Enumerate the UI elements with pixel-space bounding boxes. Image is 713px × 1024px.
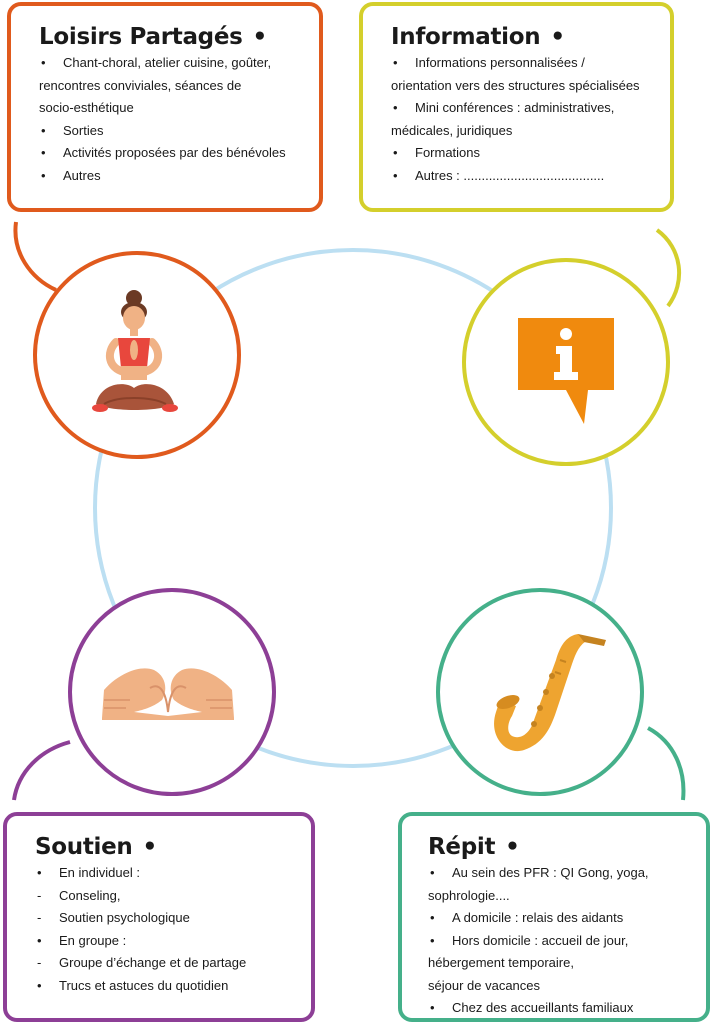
- loisirs-list: • Chant-choral, atelier cuisine, goûter, r…: [39, 52, 319, 187]
- list-item-text: Autres : ...............................…: [415, 167, 605, 183]
- list-item: • Hors domicile : accueil de jour,: [428, 930, 706, 953]
- list-item-text: Au sein des PFR : QI Gong, yoga,: [452, 865, 649, 880]
- list-item-marker: •: [393, 55, 398, 70]
- list-item: • Chez des accueillants familiaux: [428, 997, 706, 1020]
- list-item: • En groupe :: [35, 930, 311, 953]
- list-item: • Autres: [39, 165, 319, 188]
- list-item-text: Autres: [63, 167, 101, 183]
- list-item: rencontres conviviales, séances de: [39, 75, 319, 98]
- list-item: • Sorties: [39, 120, 319, 143]
- list-item-marker: •: [37, 865, 42, 880]
- list-item-text: Informations personnalisées /: [415, 55, 585, 70]
- list-item-text: Soutien psychologique: [59, 910, 190, 925]
- saxophone-icon: [494, 634, 606, 752]
- list-item: • A domicile : relais des aidants: [428, 907, 706, 930]
- list-item-marker: •: [430, 1000, 435, 1015]
- info-speech-bubble-icon: [518, 318, 614, 424]
- list-item: • Autres : ..............................…: [391, 165, 670, 188]
- list-item-marker: -: [37, 910, 42, 925]
- list-item-text: En groupe :: [59, 932, 127, 948]
- repit-list: • Au sein des PFR : QI Gong, yoga, sophrol…: [428, 862, 706, 1020]
- information-title: Information•: [391, 24, 565, 50]
- list-item-text: séjour de vacances: [428, 977, 541, 993]
- information-connector-arc: [655, 228, 682, 308]
- list-item: orientation vers des structures spéciali…: [391, 75, 670, 98]
- list-item-text: Hors domicile : accueil de jour,: [452, 932, 629, 948]
- list-item-text: Groupe d’échange et de partage: [59, 955, 247, 970]
- list-item: hébergement temporaire,: [428, 952, 706, 975]
- list-item-marker: •: [393, 100, 398, 115]
- list-item-marker: •: [37, 932, 42, 948]
- list-item-marker: •: [430, 910, 435, 925]
- list-item-text: Mini conférences : administratives,: [415, 100, 615, 115]
- list-item-text: Activités proposées par des bénévoles: [63, 145, 286, 160]
- list-item-text: Chant-choral, atelier cuisine, goûter,: [63, 55, 272, 70]
- repit-connector-arc: [647, 726, 686, 801]
- soutien-connector-arc: [12, 740, 71, 801]
- list-item: - Soutien psychologique: [35, 907, 311, 930]
- list-item: • En individuel :: [35, 862, 311, 885]
- list-item-marker: •: [393, 145, 398, 160]
- list-item: • Mini conférences : administratives,: [391, 97, 670, 120]
- list-item-marker: •: [41, 122, 46, 138]
- list-item: - Groupe d’échange et de partage: [35, 952, 311, 975]
- information-list: • Informations personnalisées / orientatio…: [391, 52, 670, 187]
- list-item: - Conseling,: [35, 885, 311, 908]
- list-item: • Activités proposées par des bénévoles: [39, 142, 319, 165]
- list-item: séjour de vacances: [428, 975, 706, 998]
- heart-hands-icon: [102, 668, 234, 720]
- soutien-title: Soutien•: [35, 834, 157, 860]
- list-item-text: orientation vers des structures spéciali…: [391, 77, 640, 93]
- list-item: • Informations personnalisées /: [391, 52, 670, 75]
- list-item-marker: •: [41, 55, 46, 70]
- list-item-text: Conseling,: [59, 887, 121, 903]
- information-card: Information• • Informations personnalisée…: [359, 2, 674, 212]
- repit-icon-circle: [436, 588, 644, 796]
- list-item-marker: •: [430, 865, 435, 880]
- list-item-text: sophrologie....: [428, 887, 510, 903]
- loisirs-connector-arc: [13, 221, 57, 292]
- list-item-marker: -: [37, 887, 42, 903]
- list-item-marker: •: [430, 932, 435, 948]
- list-item: socio-esthétique: [39, 97, 319, 120]
- soutien-list: • En individuel : - Conseling, - Soutien psyc…: [35, 862, 311, 997]
- list-item-text: Chez des accueillants familiaux: [452, 1000, 634, 1015]
- list-item-marker: •: [37, 977, 42, 993]
- loisirs-card: Loisirs Partagés• • Chant-choral, atelier…: [7, 2, 323, 212]
- list-item: • Au sein des PFR : QI Gong, yoga,: [428, 862, 706, 885]
- list-item: • Formations: [391, 142, 670, 165]
- list-item-text: rencontres conviviales, séances de: [39, 77, 242, 93]
- repit-card: Répit• • Au sein des PFR : QI Gong, yoga,…: [398, 812, 710, 1022]
- meditating-woman-icon: [92, 290, 178, 412]
- list-item-marker: •: [393, 167, 398, 183]
- list-item-text: Sorties: [63, 122, 104, 138]
- list-item-text: En individuel :: [59, 865, 140, 880]
- list-item-marker: •: [41, 145, 46, 160]
- list-item-text: Formations: [415, 145, 481, 160]
- list-item-text: hébergement temporaire,: [428, 955, 574, 970]
- loisirs-title: Loisirs Partagés•: [39, 24, 267, 50]
- list-item-text: Trucs et astuces du quotidien: [59, 977, 229, 993]
- list-item: • Trucs et astuces du quotidien: [35, 975, 311, 998]
- list-item: • Chant-choral, atelier cuisine, goûter,: [39, 52, 319, 75]
- list-item-marker: •: [41, 167, 46, 183]
- repit-title: Répit•: [428, 834, 520, 860]
- list-item: sophrologie....: [428, 885, 706, 908]
- list-item-marker: -: [37, 955, 42, 970]
- list-item: médicales, juridiques: [391, 120, 670, 143]
- list-item-text: A domicile : relais des aidants: [452, 910, 624, 925]
- central-ring: [93, 248, 613, 768]
- soutien-card: Soutien• • En individuel : - Conseling, - Sou…: [3, 812, 315, 1022]
- list-item-text: médicales, juridiques: [391, 122, 513, 138]
- list-item-text: socio-esthétique: [39, 100, 134, 115]
